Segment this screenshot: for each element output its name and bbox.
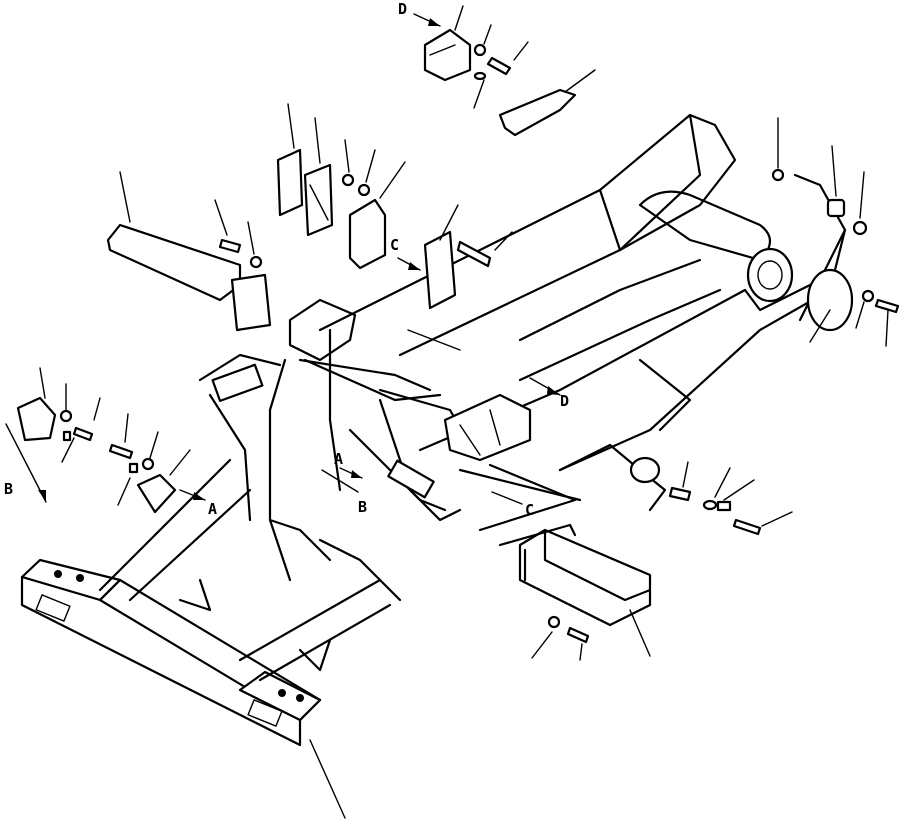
label-b-left: B: [4, 480, 13, 498]
part-top-bracket-d: [423, 28, 512, 82]
part-shims-left: [276, 148, 371, 237]
view-arrows: [5, 13, 561, 505]
callout-labels: D D C C B B A A: [4, 0, 569, 519]
part-left-rail: [106, 223, 272, 332]
part-plate-a: [136, 473, 177, 514]
label-a-left: A: [208, 500, 217, 518]
part-top-plate: [498, 88, 577, 137]
part-left-bracket-b: [16, 396, 155, 474]
label-d-top: D: [398, 0, 407, 18]
front-beam: [20, 458, 402, 747]
part-battery-box: [498, 523, 652, 644]
main-frame: [318, 113, 847, 532]
label-c-top: C: [390, 236, 399, 254]
center-crossmember: [198, 298, 532, 582]
part-right-hardware: [668, 168, 900, 536]
label-a-mid: A: [334, 450, 343, 468]
label-d-right: D: [560, 392, 569, 410]
label-b-mid: B: [358, 498, 367, 516]
label-c-mid: C: [525, 501, 534, 519]
leader-lines: [39, 5, 889, 819]
part-bracket-c: [348, 198, 492, 310]
